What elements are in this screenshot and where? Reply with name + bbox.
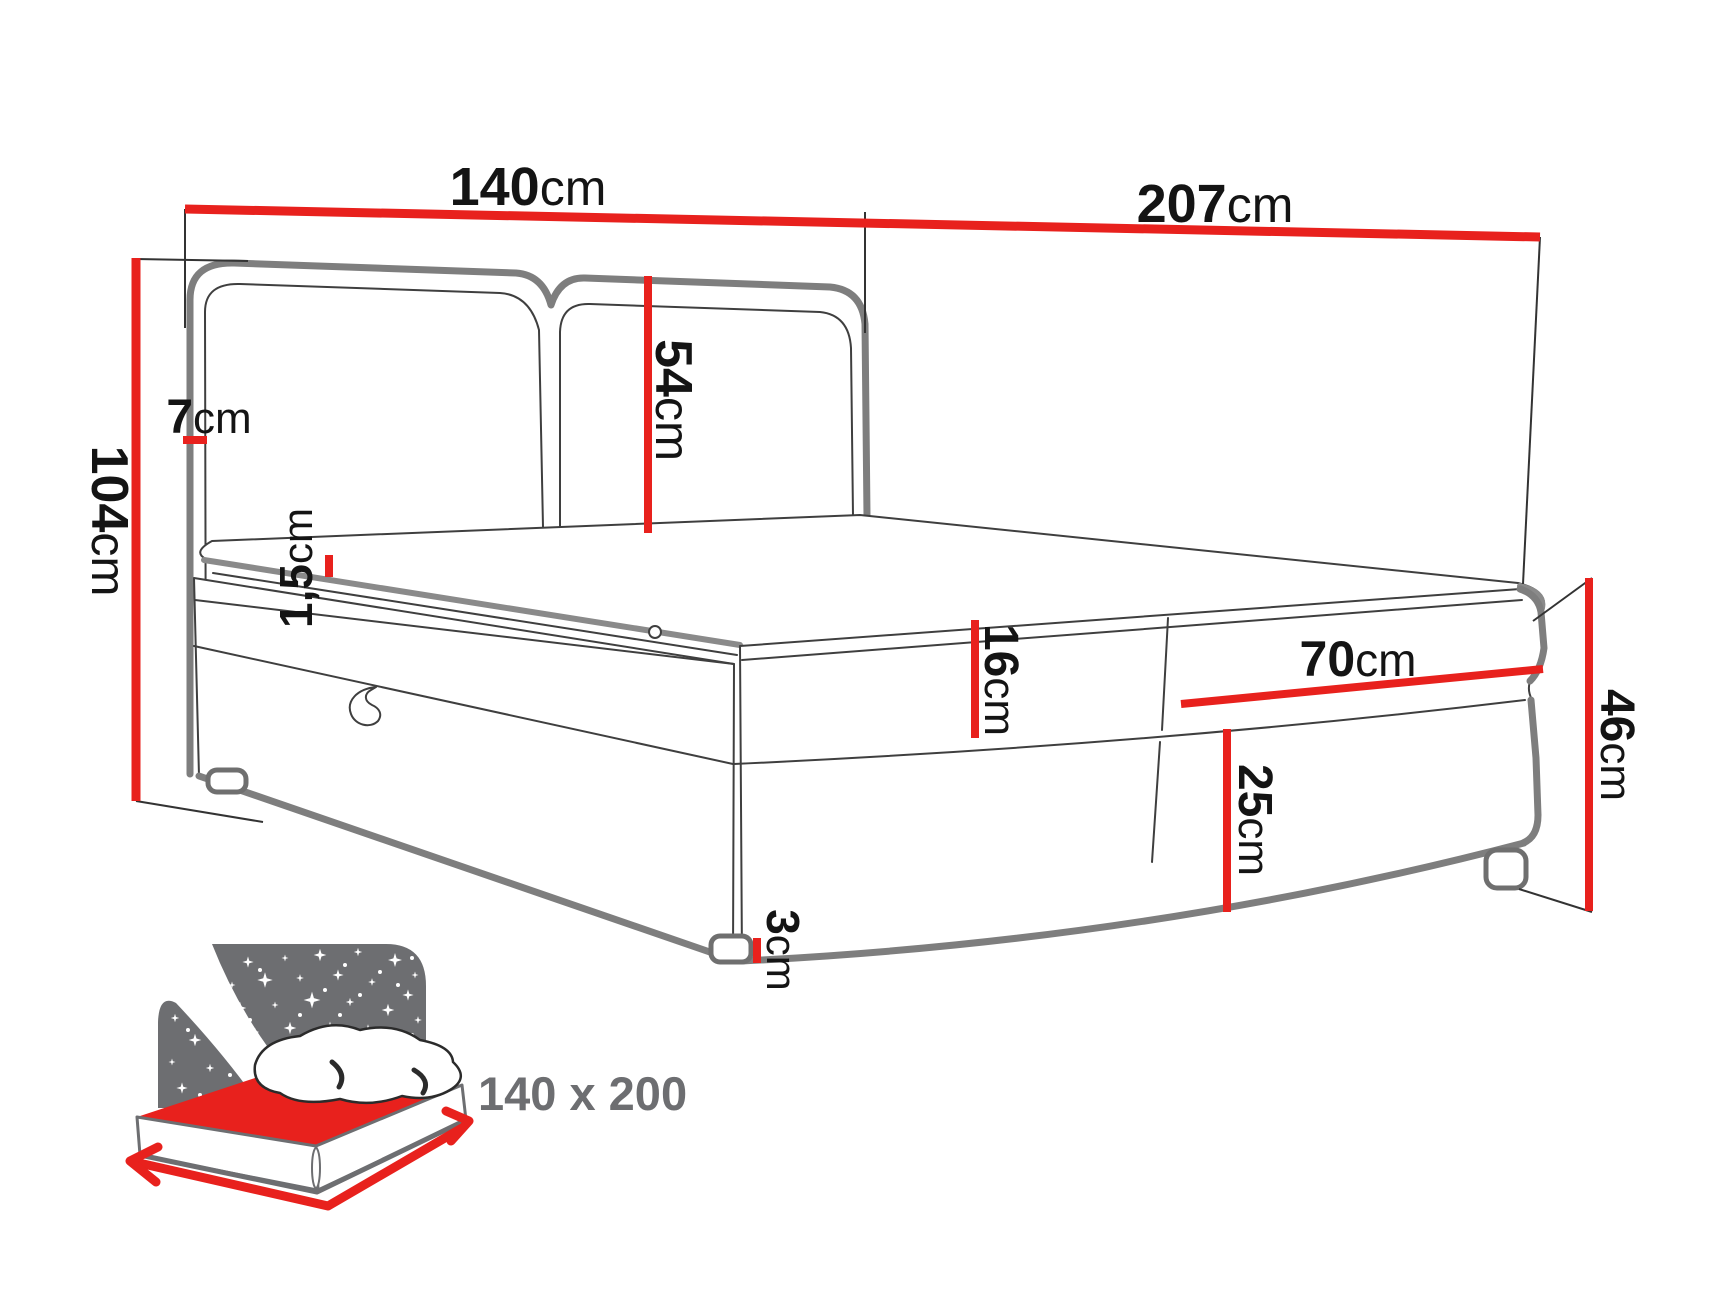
- tick-headboard-side: [183, 436, 207, 444]
- bed-side-right-face: [733, 588, 1545, 962]
- leg-headboard: [205, 767, 249, 795]
- dim-label-headboard-width: 140cm: [450, 157, 607, 217]
- bed-bottom-edges: [195, 585, 1548, 965]
- drawer-handle: [348, 686, 382, 727]
- extension-lines: [135, 209, 1593, 913]
- headboard-outline: [186, 259, 871, 778]
- bed-legs: [205, 767, 1529, 965]
- dimension-ticks: [183, 436, 761, 963]
- headboard-cushion-seams: [204, 282, 854, 773]
- dim-line-top-width-length: [184, 204, 1541, 242]
- dim-label-foot-panel: 70cm: [1300, 631, 1417, 687]
- size-arrows-icon: [125, 1106, 474, 1211]
- dim-label-base-height: 46cm: [1590, 689, 1643, 801]
- dim-label-topper: 1,5cm: [270, 508, 322, 628]
- dim-label-bed-length: 207cm: [1137, 174, 1294, 234]
- dim-label-drawer-height: 25cm: [1228, 764, 1281, 876]
- leg-front-corner: [708, 933, 754, 965]
- dim-label-cushion-height: 54cm: [644, 339, 702, 461]
- leg-right: [1483, 847, 1529, 891]
- tick-leg: [753, 938, 761, 963]
- bed-size-label: 140 x 200: [478, 1067, 687, 1120]
- dim-label-headboard-side: 7cm: [166, 391, 251, 444]
- icon-duvet: [253, 1024, 462, 1105]
- dim-line-foot-panel: [1180, 665, 1544, 708]
- dim-label-total-height: 104cm: [80, 446, 138, 597]
- dim-label-leg-height: 3cm: [757, 909, 809, 991]
- icon-bed: [125, 1024, 474, 1211]
- tick-topper: [325, 555, 333, 577]
- dimension-lines: [131, 204, 1593, 912]
- bed-size-icon: 140 x 200: [125, 944, 687, 1211]
- dim-label-mattress-box: 16cm: [974, 624, 1027, 736]
- mattress-corner-loop: [648, 625, 662, 639]
